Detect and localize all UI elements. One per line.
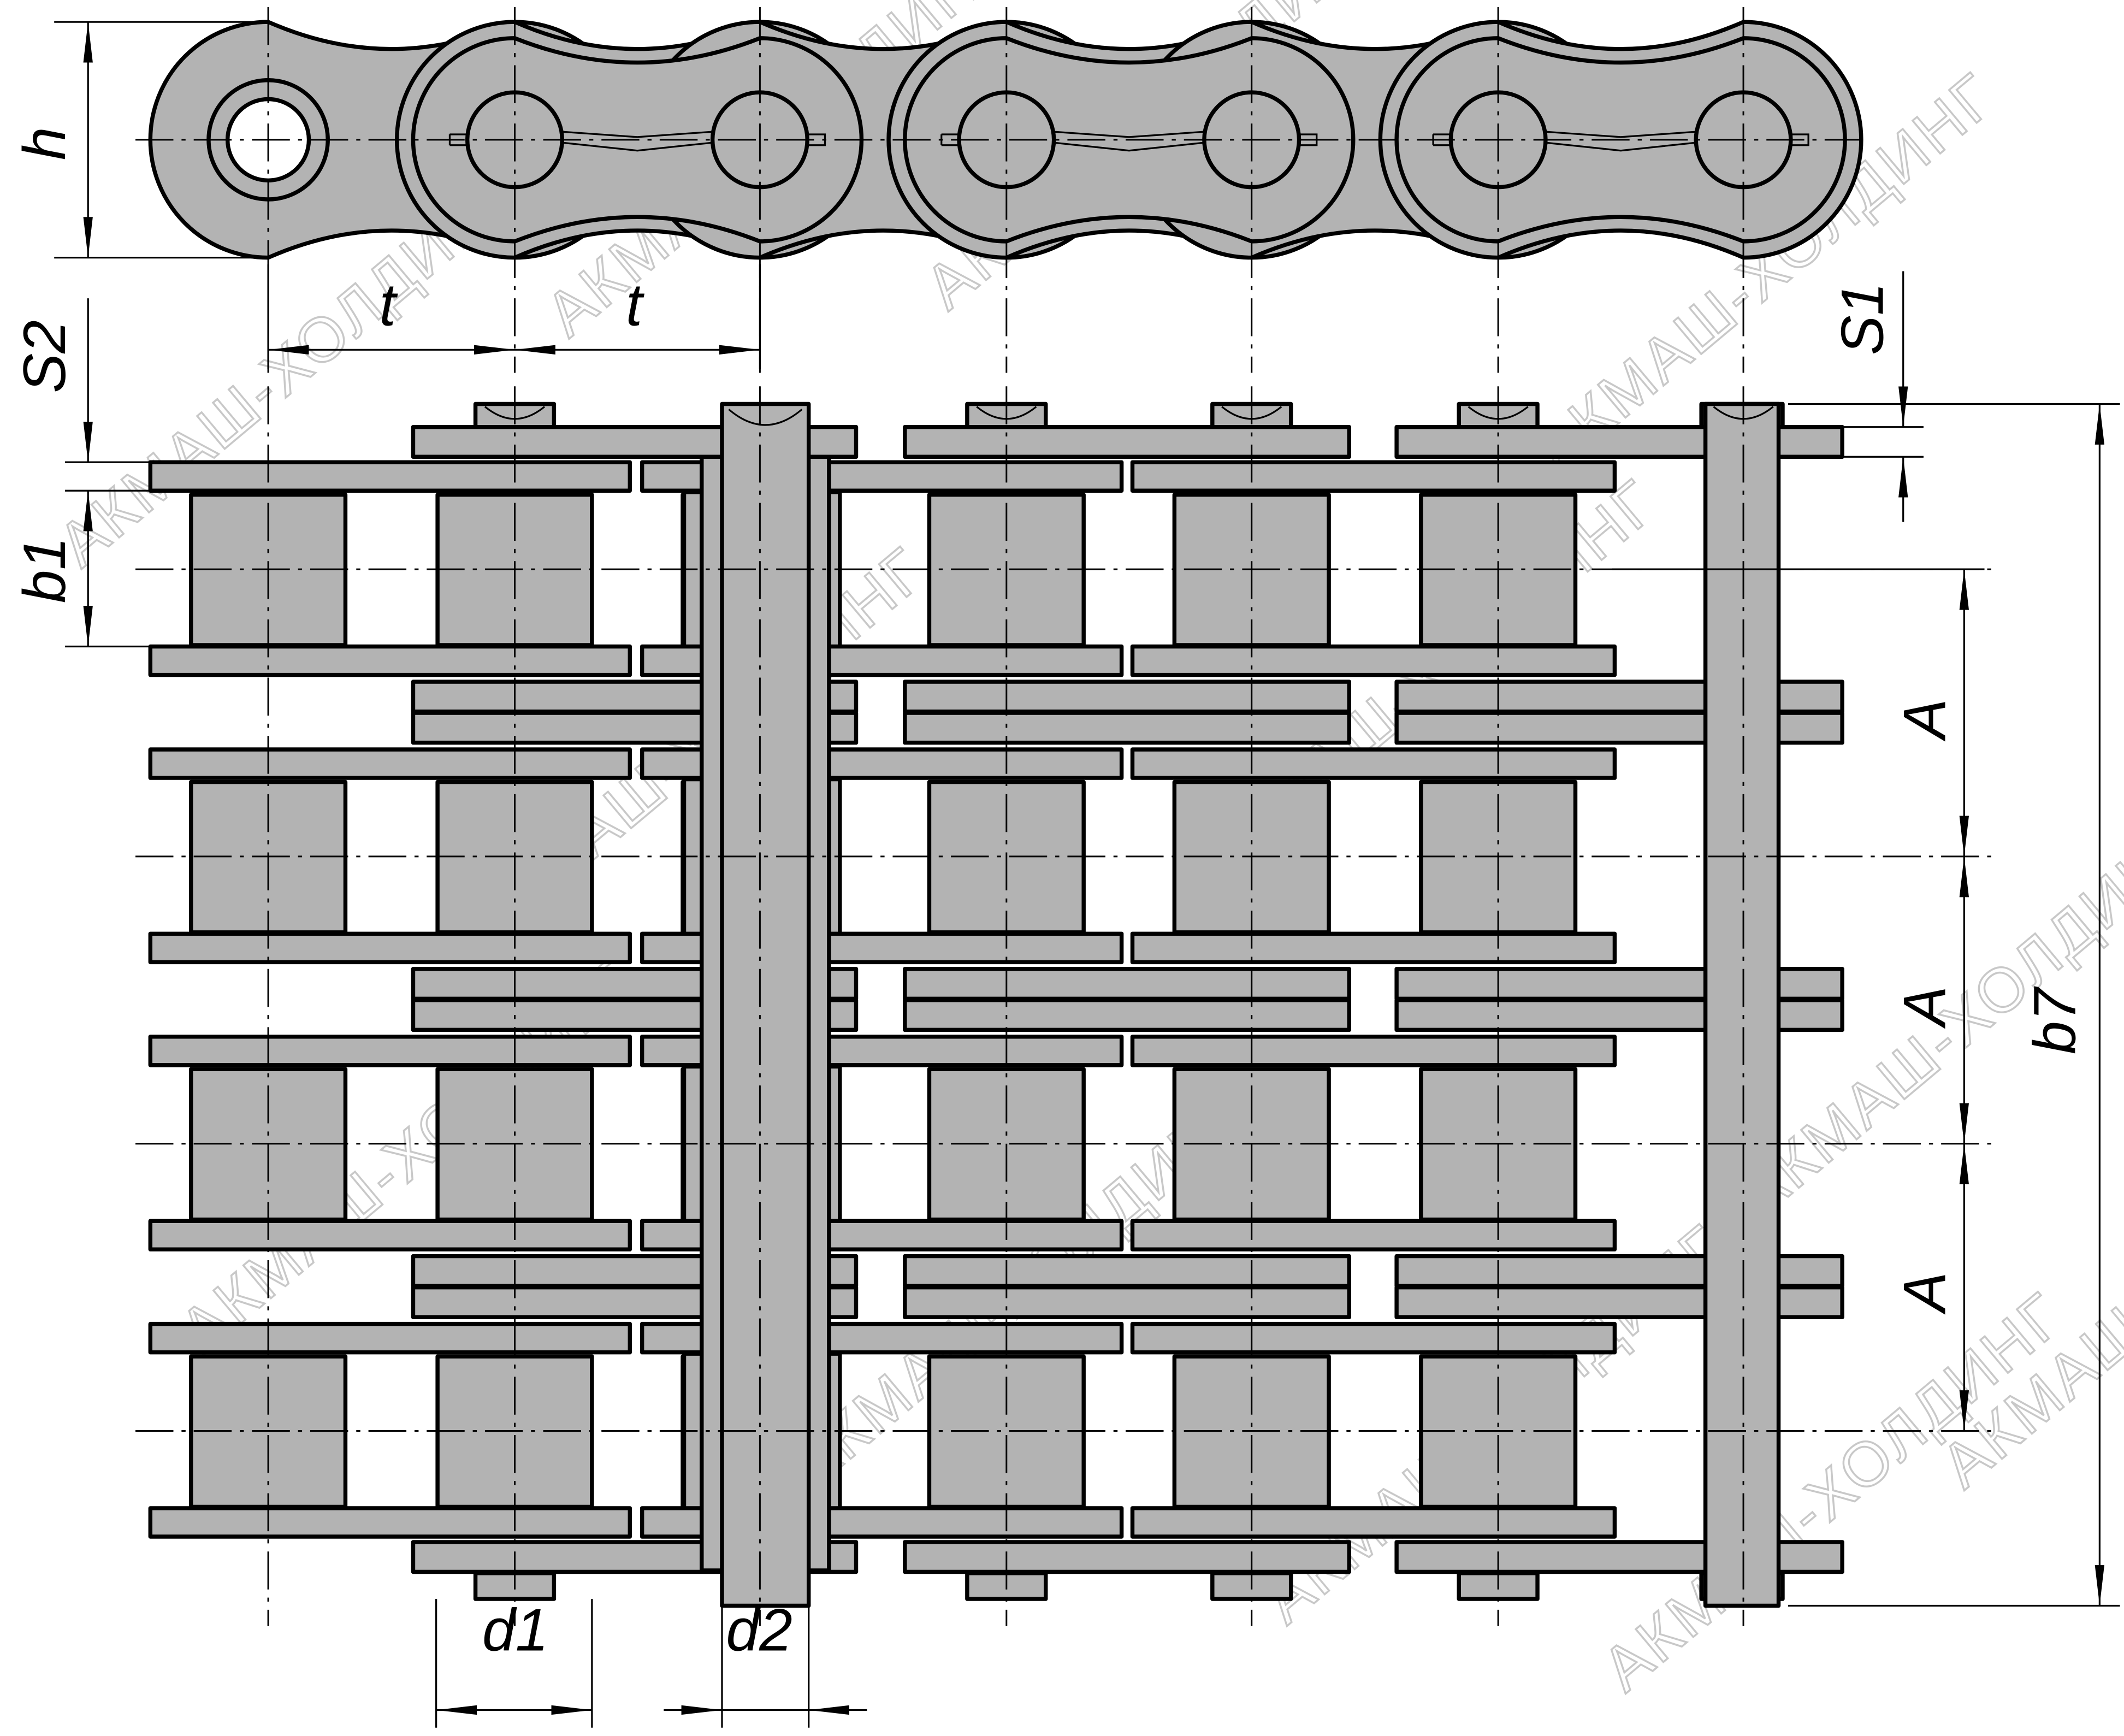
inner-plate bbox=[1130, 1506, 1617, 1539]
inner-plate bbox=[148, 460, 632, 493]
outer-plate bbox=[903, 680, 1352, 714]
inner-plate bbox=[1130, 1321, 1617, 1355]
inner-plate bbox=[1130, 931, 1617, 965]
inner-plate bbox=[148, 931, 632, 965]
dim-t-label-1: t bbox=[379, 272, 398, 339]
inner-plate bbox=[148, 644, 632, 677]
inner-plate bbox=[148, 1035, 632, 1067]
inner-plate bbox=[1130, 747, 1617, 780]
dim-h-label: h bbox=[11, 127, 78, 160]
pin bbox=[1703, 401, 1781, 1608]
dim-a-label-1: A bbox=[1892, 699, 1959, 742]
outer-plate bbox=[903, 711, 1352, 745]
outer-plate bbox=[903, 998, 1352, 1032]
outer-plate bbox=[903, 1285, 1352, 1319]
inner-plate bbox=[1130, 1035, 1617, 1067]
dim-d1-label: d1 bbox=[482, 1597, 548, 1663]
dim-a-label-3: A bbox=[1892, 1272, 1959, 1315]
dimension-labels: h t t S2 S1 b1 A A A b7 d1 d2 bbox=[11, 127, 2088, 1663]
outer-plate bbox=[903, 1254, 1352, 1288]
dim-d2-label: d2 bbox=[726, 1597, 792, 1663]
dim-s1-label: S1 bbox=[1830, 282, 1896, 355]
dimension-lines bbox=[54, 21, 2120, 1728]
connecting-pin bbox=[720, 401, 811, 1608]
outer-plate bbox=[903, 424, 1352, 459]
dim-t-label-2: t bbox=[626, 272, 645, 339]
inner-plate bbox=[148, 1219, 632, 1251]
inner-plate bbox=[148, 747, 632, 780]
inner-plate bbox=[148, 1321, 632, 1355]
outer-plate bbox=[903, 967, 1352, 1001]
dim-a-label-2: A bbox=[1892, 986, 1959, 1029]
dim-b7-label: b7 bbox=[2022, 985, 2088, 1054]
watermark-text: АКМАШ-ХОЛДИНГ bbox=[1590, 1279, 2078, 1704]
outer-plate bbox=[903, 1540, 1352, 1574]
inner-plate bbox=[1130, 644, 1617, 677]
inner-plate bbox=[148, 1506, 632, 1539]
dim-s2-label: S2 bbox=[11, 320, 78, 393]
dim-b1-label: b1 bbox=[11, 537, 78, 603]
pin-head-curve bbox=[728, 409, 803, 426]
plan-view bbox=[135, 386, 1991, 1626]
side-view bbox=[135, 7, 1869, 373]
inner-plate bbox=[1130, 1219, 1617, 1251]
inner-plate bbox=[1130, 460, 1617, 493]
